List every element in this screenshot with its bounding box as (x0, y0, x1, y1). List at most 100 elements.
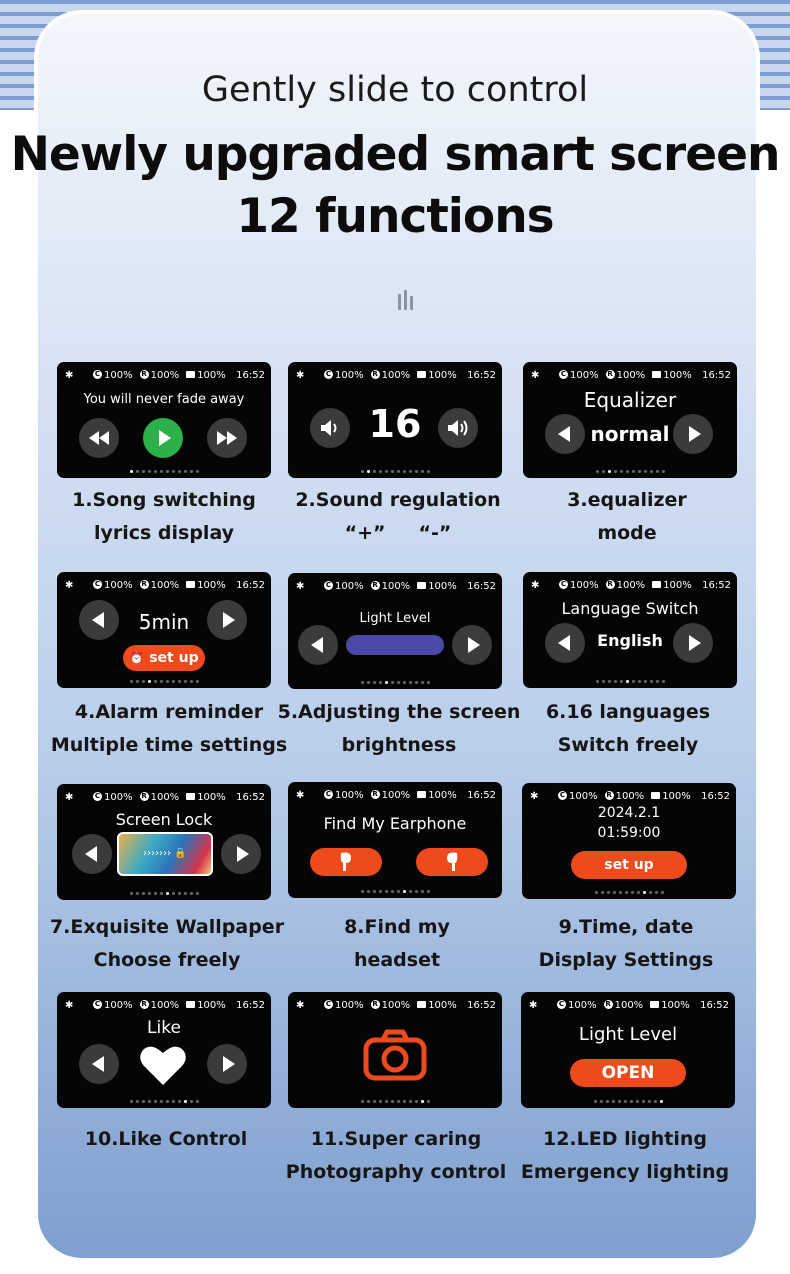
find-left-earbud-button[interactable] (310, 848, 382, 876)
right-earbud-icon: R (139, 1000, 149, 1009)
case-battery-icon: C (558, 791, 567, 800)
date-value: 2024.2.1 (597, 805, 661, 821)
page-title: Newly upgraded smart screen 12 functions (0, 124, 790, 248)
volume-value: 16 (368, 402, 422, 446)
page-indicator (288, 681, 502, 684)
speaker-high-icon (448, 420, 468, 436)
language-title: Language Switch (561, 599, 699, 618)
speaker-low-icon (321, 420, 337, 436)
status-time: 16:52 (702, 579, 731, 591)
earbud-left-icon (340, 852, 351, 871)
chevron-left-icon (310, 637, 323, 653)
brightness-down-button[interactable] (298, 625, 338, 665)
bluetooth-icon: ✱ (296, 789, 305, 801)
page-indicator (522, 891, 736, 894)
page-indicator (57, 680, 271, 683)
led-open-button[interactable]: OPEN (570, 1059, 686, 1087)
alarm-prev-button[interactable] (79, 600, 119, 640)
find-right-earbud-button[interactable] (416, 848, 488, 876)
right-earbud-icon: R (604, 791, 614, 800)
equalizer-title: Equalizer (583, 388, 677, 412)
time-setup-button[interactable]: set up (571, 851, 687, 879)
bluetooth-icon: ✱ (65, 791, 74, 803)
page-indicator (288, 1100, 502, 1103)
volume-down-button[interactable] (310, 408, 350, 448)
page-indicator (288, 470, 502, 473)
bluetooth-icon: ✱ (531, 369, 540, 381)
right-earbud-icon: R (139, 792, 149, 801)
chevron-right-icon (467, 637, 480, 653)
status-time: 16:52 (700, 999, 729, 1011)
case-battery-icon: C (557, 1000, 566, 1009)
equalizer-next-button[interactable] (673, 414, 713, 454)
left-earbud-icon (417, 791, 427, 798)
chevron-left-icon (84, 846, 97, 862)
case-battery-icon: C (93, 792, 102, 801)
equalizer-prev-button[interactable] (545, 414, 585, 454)
chevron-left-icon (557, 635, 570, 651)
next-track-button[interactable] (207, 418, 247, 458)
chevron-right-icon (236, 846, 249, 862)
right-earbud-icon: R (605, 580, 615, 589)
left-earbud-icon (186, 581, 196, 588)
right-earbud-icon: R (139, 580, 149, 589)
alarm-value: 5min (138, 610, 190, 634)
play-icon (158, 430, 171, 446)
bluetooth-icon: ✱ (65, 579, 74, 591)
like-title: Like (147, 1018, 181, 1038)
case-battery-icon: C (324, 1000, 333, 1009)
wallpaper-preview[interactable]: ››››››› 🔒 (117, 832, 213, 876)
right-earbud-icon: R (605, 370, 615, 379)
left-earbud-icon (650, 1001, 660, 1008)
volume-up-button[interactable] (438, 408, 478, 448)
feature-label-10: 10.Like Control (84, 1128, 248, 1150)
bluetooth-icon: ✱ (65, 999, 74, 1011)
case-battery-icon: C (559, 370, 568, 379)
camera-icon[interactable] (363, 1028, 427, 1082)
language-prev-button[interactable] (545, 623, 585, 663)
alarm-next-button[interactable] (207, 600, 247, 640)
page-indicator (57, 892, 271, 895)
left-earbud-icon (652, 581, 662, 588)
status-time: 16:52 (236, 791, 265, 803)
alarm-setup-button[interactable]: ⏰ set up (123, 645, 205, 671)
left-earbud-icon (651, 792, 661, 799)
play-button[interactable] (143, 418, 183, 458)
wallpaper-prev-button[interactable] (72, 834, 112, 874)
lock-icon: 🔒 (174, 848, 187, 859)
language-next-button[interactable] (673, 623, 713, 663)
previous-track-button[interactable] (79, 418, 119, 458)
like-next-button[interactable] (207, 1044, 247, 1084)
brightness-bar[interactable] (346, 635, 444, 655)
like-prev-button[interactable] (79, 1044, 119, 1084)
fast-forward-icon (217, 431, 237, 445)
brightness-up-button[interactable] (452, 625, 492, 665)
find-earphone-title: Find My Earphone (323, 814, 467, 833)
bluetooth-icon: ✱ (65, 369, 74, 381)
right-earbud-icon: R (370, 581, 380, 590)
heart-icon[interactable] (139, 1044, 187, 1086)
earbud-right-icon (447, 852, 458, 871)
bluetooth-icon: ✱ (296, 369, 305, 381)
left-earbud-icon (186, 793, 196, 800)
bluetooth-icon: ✱ (529, 999, 538, 1011)
page-indicator (57, 470, 271, 473)
wallpaper-next-button[interactable] (221, 834, 261, 874)
status-time: 16:52 (467, 999, 496, 1011)
page-indicator (523, 680, 737, 683)
